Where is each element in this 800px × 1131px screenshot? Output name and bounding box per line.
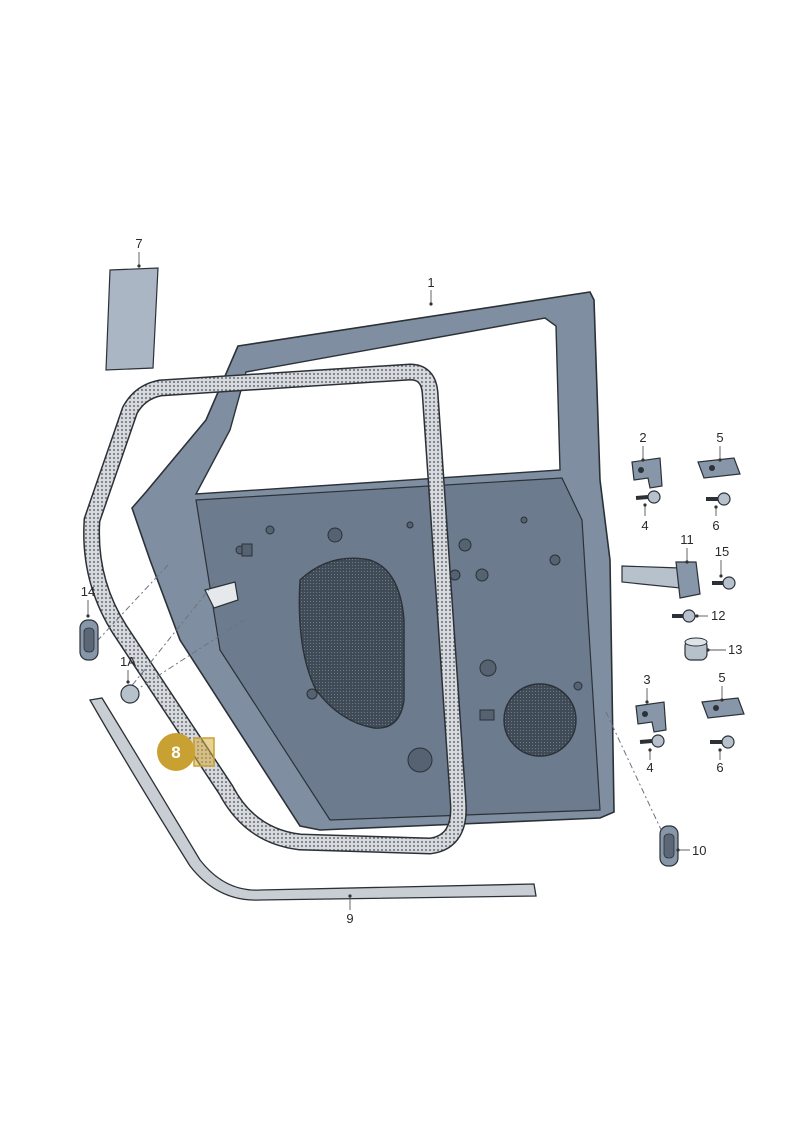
- part-10-striker-cover[interactable]: [659, 825, 679, 867]
- highlight-badge-label: 8: [171, 743, 180, 762]
- part-2-hinge-bracket[interactable]: [631, 457, 663, 489]
- callout-10[interactable]: 10: [692, 843, 706, 858]
- part-13-cap[interactable]: [684, 637, 708, 661]
- part-1-door-shell[interactable]: [131, 291, 615, 831]
- callout-1A[interactable]: 1A: [120, 654, 136, 669]
- callout-12[interactable]: 12: [711, 608, 725, 623]
- part-12-bolt[interactable]: [672, 609, 696, 623]
- part-8-door-seal[interactable]: [83, 363, 467, 855]
- callout-14[interactable]: 14: [81, 584, 95, 599]
- part-15-bolt[interactable]: [712, 576, 736, 590]
- highlight-badge-8[interactable]: 8: [157, 733, 215, 771]
- part-7-protective-film[interactable]: [105, 267, 159, 371]
- callout-11[interactable]: 11: [680, 532, 694, 547]
- part-1A-plug[interactable]: [120, 684, 140, 704]
- part-6-bolt-lower[interactable]: [710, 735, 735, 749]
- callout-labels: 7 1 2 4 5 6 11 15 12 13 3 4 5 6 10 14 1A…: [81, 236, 743, 926]
- callout-6-lower[interactable]: 6: [716, 760, 723, 775]
- callout-13[interactable]: 13: [728, 642, 742, 657]
- callout-4-lower[interactable]: 4: [646, 760, 653, 775]
- callout-1[interactable]: 1: [427, 275, 434, 290]
- callout-5-lower[interactable]: 5: [718, 670, 725, 685]
- part-11-door-check-strap[interactable]: [621, 561, 701, 599]
- callout-9[interactable]: 9: [346, 911, 353, 926]
- part-14-door-bumper[interactable]: [79, 619, 99, 661]
- callout-2[interactable]: 2: [639, 430, 646, 445]
- part-9-lower-seal-strip[interactable]: [88, 697, 537, 901]
- part-5-hinge-upper[interactable]: [697, 457, 741, 479]
- callout-6-upper[interactable]: 6: [712, 518, 719, 533]
- part-4-bolt-upper[interactable]: [635, 490, 661, 504]
- part-5-hinge-lower[interactable]: [701, 697, 745, 719]
- part-3-hinge-bracket-lower[interactable]: [635, 701, 667, 733]
- callout-7[interactable]: 7: [135, 236, 142, 251]
- callout-leaders: [86, 252, 726, 910]
- part-4-bolt-lower[interactable]: [639, 734, 665, 748]
- part-6-bolt-upper[interactable]: [706, 492, 731, 506]
- callout-4-upper[interactable]: 4: [641, 518, 648, 533]
- callout-5-upper[interactable]: 5: [716, 430, 723, 445]
- assembly-guide-lines: [97, 564, 665, 837]
- callout-3[interactable]: 3: [643, 672, 650, 687]
- callout-15[interactable]: 15: [715, 544, 729, 559]
